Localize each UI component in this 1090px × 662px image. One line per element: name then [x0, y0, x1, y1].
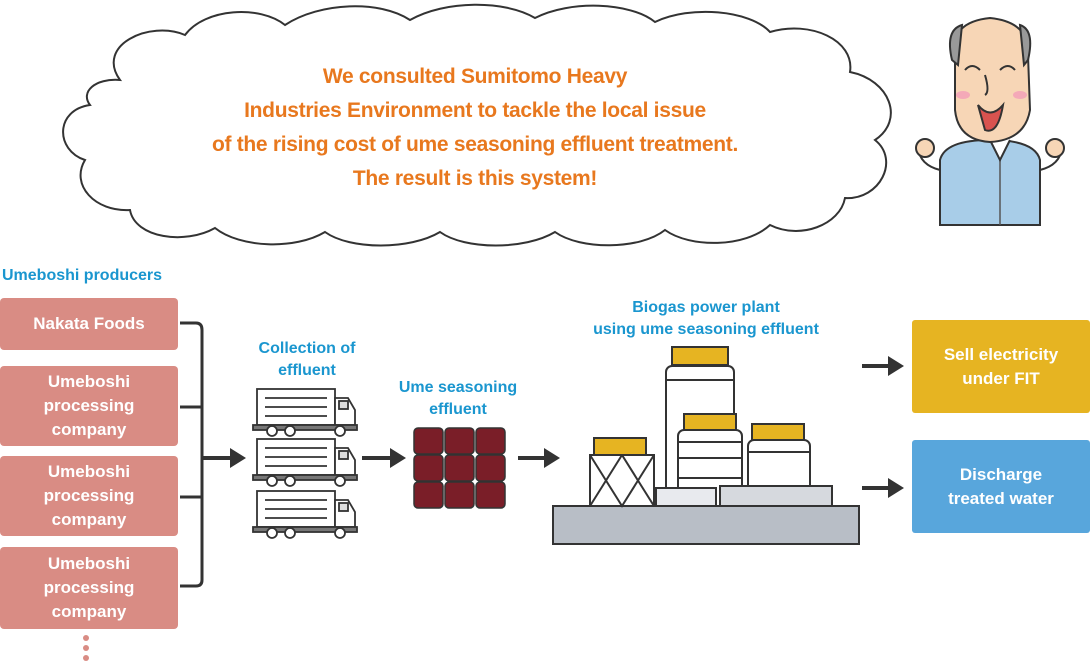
truck-icon — [252, 438, 358, 487]
speech-line: of the rising cost of ume seasoning effl… — [211, 133, 739, 156]
discharge-water-box: Discharge treated water — [912, 440, 1090, 533]
arrow-icon — [518, 448, 560, 468]
producer-box: Umeboshi processing company — [0, 456, 178, 536]
arrow-icon — [202, 448, 246, 468]
producer-label: Umeboshi processing company — [43, 462, 135, 529]
producer-bracket — [180, 321, 204, 588]
plant-label-text: Biogas power plant using ume seasoning e… — [593, 299, 819, 338]
producer-box: Nakata Foods — [0, 298, 178, 350]
arrow-icon — [362, 448, 406, 468]
plant-label: Biogas power plant using ume seasoning e… — [570, 297, 842, 341]
biogas-plant-illustration — [552, 346, 860, 545]
speech-bubble-text: We consulted Sumitomo Heavy Industries E… — [130, 60, 820, 196]
arrow-icon — [862, 356, 904, 376]
collection-label-text: Collection of effluent — [258, 340, 356, 379]
person-illustration — [915, 16, 1065, 226]
collection-label: Collection of effluent — [232, 338, 382, 382]
producer-box: Umeboshi processing company — [0, 547, 178, 629]
effluent-label: Ume seasoning effluent — [380, 377, 536, 421]
producer-label: Umeboshi processing company — [43, 554, 135, 621]
discharge-water-label: Discharge treated water — [948, 464, 1054, 508]
speech-bubble-cloud — [62, 3, 892, 247]
sell-electricity-box: Sell electricity under FIT — [912, 320, 1090, 413]
producer-label: Nakata Foods — [33, 314, 145, 333]
sell-electricity-label: Sell electricity under FIT — [943, 344, 1059, 388]
effluent-label-text: Ume seasoning effluent — [398, 379, 518, 418]
speech-line: Industries Environment to tackle the loc… — [244, 99, 706, 122]
effluent-containers — [413, 427, 506, 509]
more-producers-dots — [83, 635, 89, 661]
producers-heading: Umeboshi producers — [2, 267, 163, 284]
arrow-icon — [862, 478, 904, 498]
truck-icon — [252, 388, 358, 437]
producer-label: Umeboshi processing company — [43, 372, 135, 439]
truck-icon — [252, 490, 358, 539]
flow-arrows — [202, 356, 904, 498]
speech-line: We consulted Sumitomo Heavy — [322, 65, 628, 88]
producer-box: Umeboshi processing company — [0, 366, 178, 446]
speech-line: The result is this system! — [352, 167, 598, 190]
